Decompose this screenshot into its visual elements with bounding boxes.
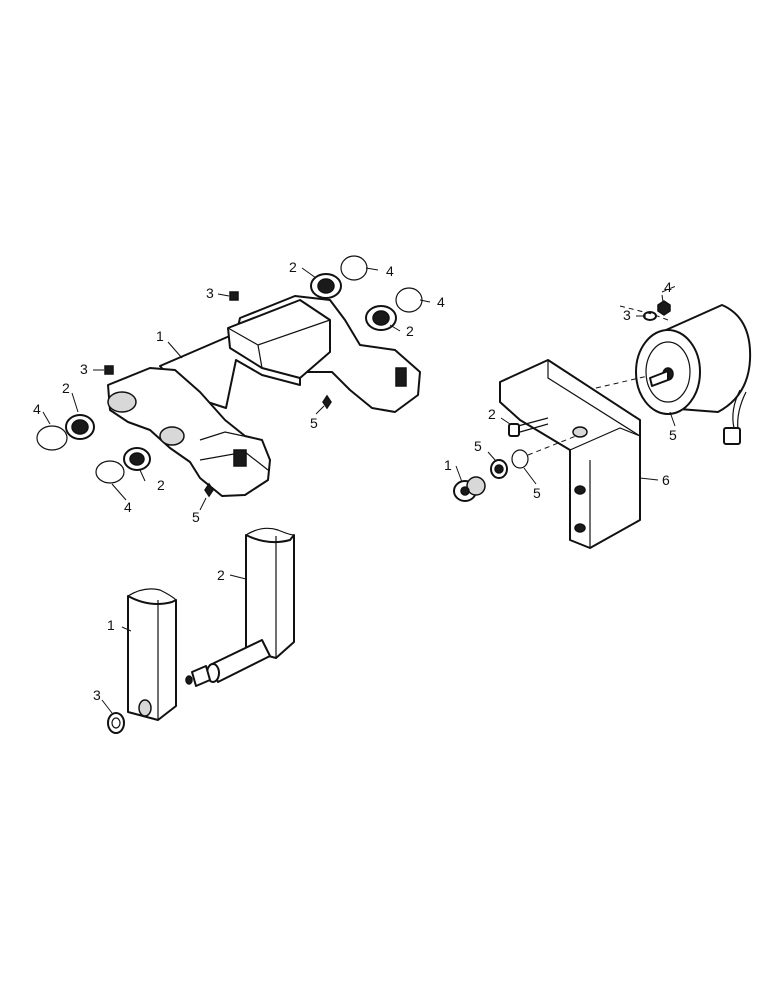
callout: 5 — [192, 509, 200, 525]
screw-5b — [322, 394, 332, 410]
assembly-b-link-arms: 1 2 3 — [93, 527, 295, 734]
callout: 4 — [124, 499, 132, 515]
callout: 2 — [488, 406, 496, 422]
callout: 5 — [310, 415, 318, 431]
callout: 5 — [669, 427, 677, 443]
link-arm-2 — [245, 534, 295, 659]
arm-far-tab — [395, 367, 407, 387]
callout: 3 — [206, 285, 214, 301]
link-arm-1 — [127, 595, 177, 721]
callout: 2 — [289, 259, 297, 275]
washer-5b — [511, 449, 529, 469]
callout: 1 — [156, 328, 164, 344]
motor-shaft — [649, 370, 669, 387]
screw-5a — [204, 482, 214, 498]
callout: 3 — [623, 307, 631, 323]
nut-4 — [657, 300, 671, 316]
arm-top-block — [227, 299, 331, 379]
callout: 5 — [533, 485, 541, 501]
arm-near-bore-2 — [159, 426, 185, 446]
callout: 4 — [386, 263, 394, 279]
snap-ring-4c — [340, 255, 368, 281]
bolt-2 — [508, 417, 549, 437]
bracket-slot-1 — [574, 485, 586, 495]
callout: 2 — [217, 567, 225, 583]
bushing-2d — [365, 305, 397, 331]
arm-near-tab — [233, 449, 247, 467]
link-arm-bore — [138, 699, 152, 717]
bracket-hole — [572, 426, 588, 438]
callout: 1 — [107, 617, 115, 633]
bracket-slot-2 — [574, 523, 586, 533]
callout: 4 — [664, 279, 672, 295]
washer-3 — [107, 712, 125, 734]
motor-connector — [723, 427, 741, 445]
callout: 4 — [33, 401, 41, 417]
assembly-c-motor-bracket: 1 2 3 4 5 5 5 6 — [444, 279, 752, 549]
snap-ring-4b — [95, 460, 125, 484]
callout: 4 — [437, 294, 445, 310]
coupling-1 — [453, 476, 486, 502]
arm-near-bore — [107, 391, 137, 413]
bushing-2b — [123, 447, 151, 471]
callout: 5 — [474, 438, 482, 454]
motor — [635, 304, 752, 445]
mounting-bracket — [499, 359, 641, 549]
callout: 1 — [444, 457, 452, 473]
callout: 6 — [662, 472, 670, 488]
bushing-2c — [310, 273, 342, 299]
bushing-2a — [65, 414, 95, 440]
assembly-a-pivot-arm: 1 2 2 2 2 3 3 4 4 4 4 5 5 — [33, 255, 445, 525]
arm-near-plate — [107, 367, 271, 497]
callout: 2 — [62, 380, 70, 396]
callout: 2 — [157, 477, 165, 493]
callout: 3 — [93, 687, 101, 703]
callout: 3 — [80, 361, 88, 377]
grease-fitting-3b — [104, 365, 114, 375]
snap-ring-4d — [395, 287, 423, 313]
snap-ring-4a — [36, 425, 68, 451]
callout: 2 — [406, 323, 414, 339]
grease-fitting-3a — [229, 291, 239, 301]
washer-5a — [490, 459, 508, 479]
